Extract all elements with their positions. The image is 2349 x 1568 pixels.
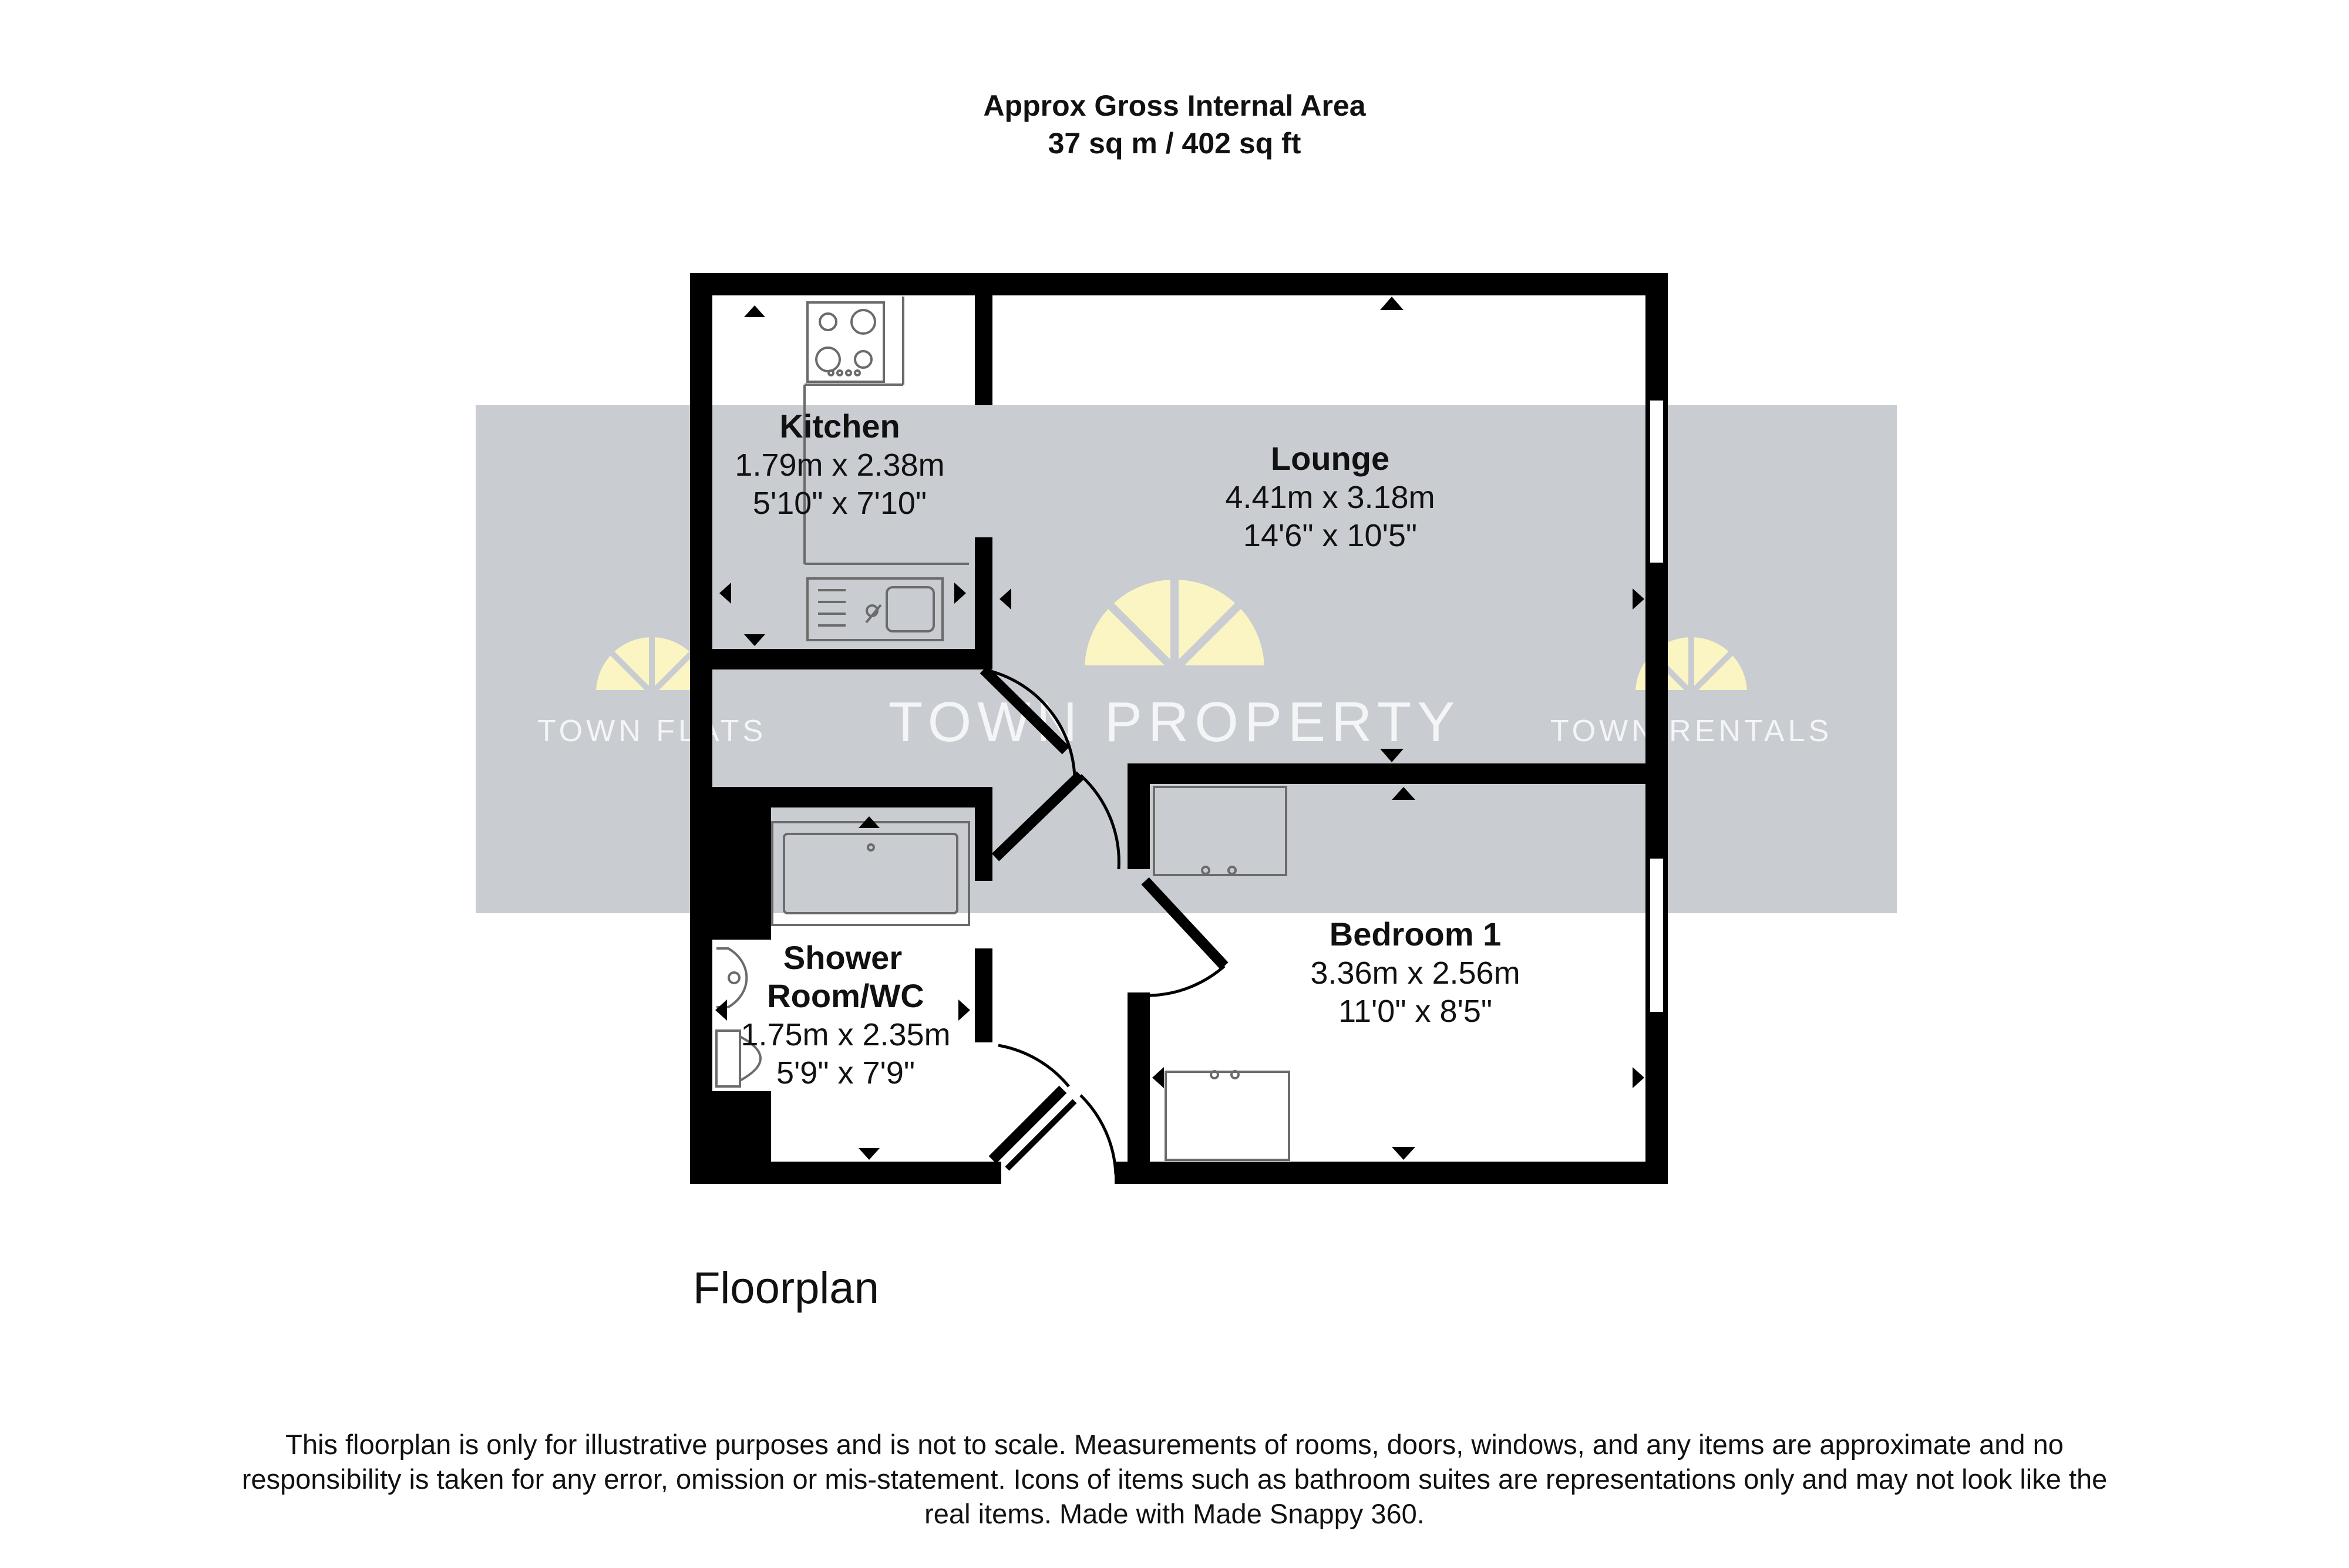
bedroom-imperial: 11'0" x 8'5" — [1338, 994, 1492, 1029]
door-shower-swing — [1079, 774, 1120, 870]
fixtures — [715, 297, 1290, 1161]
shower-metric: 1.75m x 2.35m — [741, 1017, 950, 1052]
door-bedroom-leaf — [1141, 877, 1229, 970]
lounge-name: Lounge — [1271, 440, 1389, 477]
door-bedroom-swing — [1149, 965, 1226, 997]
lounge-metric: 4.41m x 3.18m — [1225, 480, 1435, 515]
windows — [1648, 398, 1665, 1014]
window-bedroom — [1648, 856, 1665, 1014]
bedroom-metric: 3.36m x 2.56m — [1310, 955, 1520, 991]
area-value: 37 sq m / 402 sq ft — [1048, 127, 1301, 160]
basin-icon — [716, 947, 748, 1008]
kitchen-metric: 1.79m x 2.38m — [735, 447, 944, 483]
window-lounge — [1648, 398, 1665, 565]
shower-name-line1: Shower — [783, 939, 902, 976]
area-header: Approx Gross Internal Area 37 sq m / 402… — [0, 87, 2349, 162]
watermark-town-flats: TOWN FLATS — [537, 714, 766, 748]
sun-logo-left — [590, 631, 714, 696]
dimension-arrows — [715, 297, 1644, 1160]
cabinet-icon-top — [1153, 786, 1287, 876]
door-front-swing-left — [998, 1044, 1070, 1088]
lounge-imperial: 14'6" x 10'5" — [1243, 518, 1417, 553]
shower-imperial: 5'9" x 7'9" — [776, 1055, 915, 1091]
kitchen-imperial: 5'10" x 7'10" — [753, 486, 927, 521]
room-label-bedroom: Bedroom 1 3.36m x 2.56m 11'0" x 8'5" — [1310, 916, 1520, 1029]
walls — [690, 273, 1668, 1184]
watermark-town-rentals: TOWN RENTALS — [1550, 714, 1832, 748]
room-label-kitchen: Kitchen 1.79m x 2.38m 5'10" x 7'10" — [735, 408, 944, 521]
door-kitchen-swing — [983, 668, 1076, 786]
shower-name-line2: Room/WC — [767, 977, 924, 1014]
door-shower-leaf — [991, 771, 1085, 862]
door-front-leaf — [988, 1085, 1067, 1164]
cabinet-icon-bottom — [1165, 1071, 1290, 1161]
sink-icon — [806, 577, 944, 641]
bedroom-name: Bedroom 1 — [1330, 916, 1502, 953]
doors — [980, 665, 1229, 1175]
area-title: Approx Gross Internal Area — [983, 89, 1366, 122]
door-kitchen-leaf — [980, 665, 1070, 755]
wc-icon — [715, 1029, 741, 1088]
watermark-town-property: TOWN PROPERTY — [889, 691, 1461, 753]
room-label-lounge: Lounge 4.41m x 3.18m 14'6" x 10'5" — [1225, 440, 1435, 553]
disclaimer-text: This floorplan is only for illustrative … — [241, 1429, 2108, 1529]
sun-logo-center — [1076, 571, 1273, 674]
hob-icon — [806, 301, 885, 383]
floorplan-label: Floorplan — [693, 1263, 879, 1313]
kitchen-name: Kitchen — [779, 408, 900, 445]
room-label-shower: Shower Room/WC 1.75m x 2.35m 5'9" x 7'9" — [741, 939, 950, 1091]
door-front-swing-right — [1079, 1094, 1118, 1175]
